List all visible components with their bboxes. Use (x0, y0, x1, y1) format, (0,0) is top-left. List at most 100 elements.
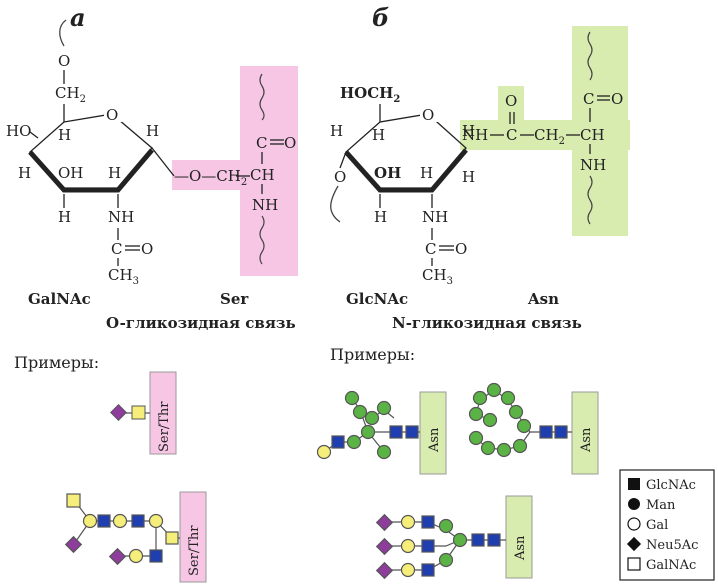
ring-oxygen: O (106, 106, 118, 124)
asn-ch2: CH2 (534, 126, 565, 147)
legend-open-circle-icon (627, 517, 641, 531)
asn-carbonyl-c: C (583, 90, 594, 108)
atom-o-carbonyl-b: O (455, 240, 467, 258)
legend-label-gal: Gal (646, 518, 668, 533)
man-symbol (376, 400, 392, 416)
glcnac-symbol (131, 514, 145, 528)
galnac-symbol (66, 493, 81, 508)
atom-h-1: H (58, 126, 71, 144)
man-symbol (360, 424, 376, 440)
man-symbol (468, 430, 484, 446)
chain-link-left (330, 185, 341, 223)
ser-ch: CH (250, 166, 275, 184)
man-symbol (508, 404, 524, 420)
man-symbol (480, 440, 496, 456)
asn-backbone-nh: NH (580, 156, 606, 174)
ser-carbonyl-o: O (284, 134, 296, 152)
glcnac-ring-bold-edge (344, 148, 468, 193)
panel-b: б HOCH2 O H H H OH H H O H NH C O CH3 NH (330, 3, 630, 332)
panel-b-letter: б (372, 3, 389, 32)
atom-h-b1: H (330, 122, 343, 140)
atom-nh-b: NH (422, 208, 448, 226)
n-glycan-1 (316, 390, 420, 460)
man-symbol (500, 390, 516, 406)
n-glycan-3 (375, 513, 506, 580)
gal-symbol (400, 562, 416, 578)
ser-chain-wave-bottom (259, 215, 265, 265)
atom-o-carbonyl: O (141, 240, 153, 258)
ser-thr-label-2: Ser/Thr (187, 525, 202, 576)
gal-symbol (400, 514, 416, 530)
n-glycan-2 (468, 382, 572, 458)
asn-label-2: Asn (579, 427, 594, 453)
legend-label-man: Man (646, 498, 676, 513)
man-symbol (512, 438, 528, 454)
glcnac-symbol (405, 425, 419, 439)
man-symbol (468, 406, 484, 422)
ser-nh: NH (252, 196, 278, 214)
atom-h-5: H (58, 208, 71, 226)
glcnac-symbol (554, 425, 568, 439)
glcnac-symbol (487, 533, 501, 547)
asn-chain-wave-top (587, 31, 593, 81)
galnac-label: GalNAc (28, 290, 91, 308)
gal-symbol (148, 513, 164, 529)
asn-label-1: Asn (427, 427, 442, 453)
atom-c: C (111, 240, 122, 258)
atom-oh: OH (58, 164, 83, 182)
o-glycosidic-bond-label: O-гликозидная связь (106, 314, 296, 332)
asn-amide-c: C (506, 126, 517, 144)
man-symbol (352, 404, 368, 420)
atom-ch2: CH2 (55, 84, 86, 105)
ser-linker-highlight (172, 160, 298, 190)
legend-diamond-icon (626, 536, 642, 552)
ser-linker: —O—CH2 (174, 167, 247, 188)
n-glycosidic-bond-label: N-гликозидная связь (392, 314, 582, 332)
atom-h-4: H (108, 164, 121, 182)
examples-label-right: Примеры: (330, 345, 415, 364)
neu5ac-symbol (375, 537, 394, 556)
neu5ac-symbol (64, 535, 83, 554)
examples-label-left: Примеры: (14, 353, 99, 372)
glcnac-symbol (421, 563, 435, 577)
galnac-symbol (165, 531, 179, 545)
atom-hoch2: HOCH2 (340, 84, 400, 105)
ser-chain-wave-top (259, 73, 265, 121)
atom-h-3: H (18, 164, 31, 182)
man-symbol (486, 382, 502, 398)
man-symbol (346, 434, 362, 450)
legend-label-glcnac: GlcNAc (646, 478, 696, 493)
glcnac-symbol (421, 515, 435, 529)
asn-amide-o: O (505, 92, 517, 110)
man-symbol (472, 390, 488, 406)
chain-link-top (59, 19, 67, 47)
glcnac-symbol (421, 539, 435, 553)
atom-ch3: CH3 (108, 266, 139, 287)
glcnac-symbol (389, 425, 403, 439)
glcnac-symbol (471, 533, 485, 547)
atom-h-2: H (146, 122, 159, 140)
gal-symbol (316, 444, 332, 460)
asn-ch: CH (580, 126, 605, 144)
man-symbol (344, 390, 360, 406)
glcnac-symbol (149, 549, 163, 563)
legend-filled-circle-icon (628, 498, 640, 510)
atom-ch3-b: CH3 (422, 266, 453, 287)
neu5ac-symbol (375, 561, 394, 580)
neu5ac-symbol (375, 513, 394, 532)
neu5ac-symbol (108, 547, 127, 566)
asn-chain-wave-bottom (587, 175, 593, 225)
asn-label: Asn (527, 290, 559, 308)
atom-h-b2: H (372, 126, 385, 144)
o-glycan-1 (110, 404, 150, 421)
legend-open-square-icon (627, 557, 641, 571)
panel-a: а O CH2 O HO H H H OH H H NH C O CH3 (6, 3, 298, 332)
legend-label-neu5ac: Neu5Ac (646, 538, 698, 553)
asn-carbonyl-o: O (611, 90, 623, 108)
legend-label-galnac: GalNAc (646, 558, 696, 573)
atom-o-top: O (58, 52, 70, 70)
galnac-symbol (131, 405, 146, 420)
ser-carbonyl-c: C (256, 134, 267, 152)
gal-symbol (128, 548, 144, 564)
